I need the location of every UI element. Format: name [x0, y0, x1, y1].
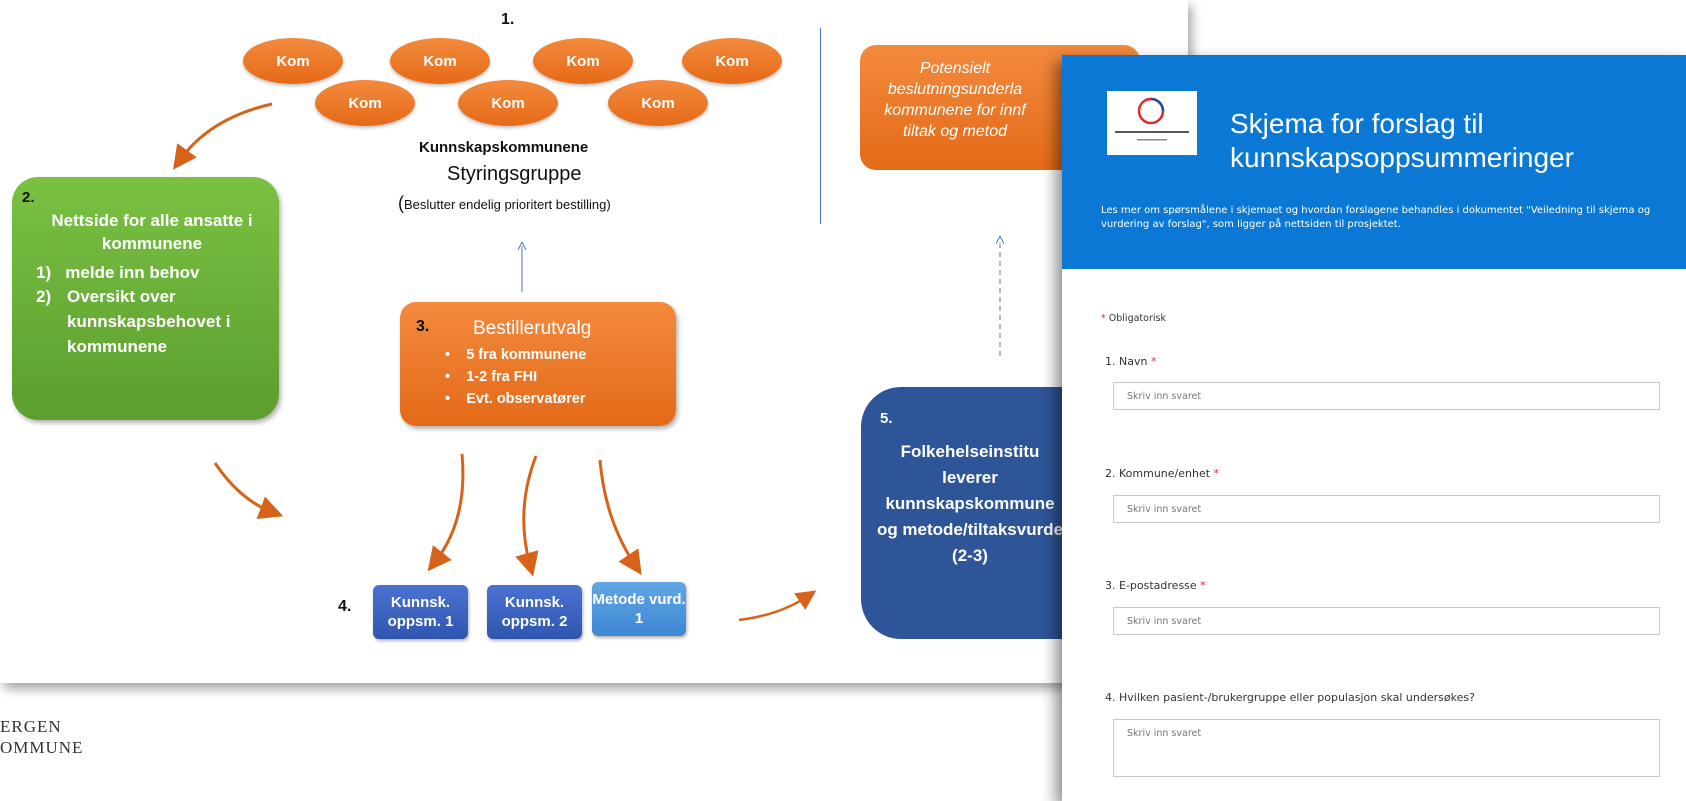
divider-line	[820, 28, 821, 224]
fhi-text: Folkehelseinstitu leverer kunnskapskommu…	[876, 442, 1064, 565]
required-note: * Obligatorisk	[1101, 313, 1166, 324]
nettside-title: Nettside for alle ansatte i kommunene	[51, 211, 253, 253]
question-label: 4. Hvilken pasient-/brukergruppe eller p…	[1105, 691, 1475, 704]
question-label: 2. Kommune/enhet *	[1105, 467, 1220, 480]
population-textarea[interactable]: Skriv inn svaret	[1113, 719, 1660, 777]
nettside-item: 1) melde inn behov	[36, 263, 200, 282]
name-input[interactable]: Skriv inn svaret	[1113, 382, 1660, 410]
nettside-box: 2. Nettside for alle ansatte i kommunene…	[12, 177, 279, 420]
form-logo	[1107, 91, 1197, 155]
circle-logo-icon	[1115, 97, 1189, 141]
kunnsk-oppsm-2-box: Kunnsk. oppsm. 2	[487, 585, 582, 639]
step-number-3: 3.	[416, 318, 430, 335]
styringsgruppe-label: Styringsgruppe	[447, 163, 582, 185]
question-label: 1. Navn *	[1105, 355, 1157, 368]
bestillerutvalg-box: 3. Bestillerutvalg • 5 fra kommunene • 1…	[400, 302, 676, 426]
bestiller-list: • 5 fra kommunene • 1-2 fra FHI • Evt. o…	[445, 344, 586, 410]
kunnskapskommunene-label: Kunnskapskommunene	[419, 139, 589, 156]
bergen-kommune-logo: ERGEN OMMUNE	[0, 717, 84, 757]
form-header: Skjema for forslag til kunnskapsoppsumme…	[1062, 55, 1686, 269]
form-description: Les mer om spørsmålene i skjemaet og hvo…	[1101, 205, 1651, 230]
diagram-slide: 1. Kom Kom Kom Kom Kom Kom Kom Kunnskaps…	[12, 11, 1188, 639]
kom-ellipse: Kom	[533, 38, 633, 84]
beslutter-note: (Beslutter endelig prioritert bestilling…	[398, 193, 611, 213]
question-label: 3. E-postadresse *	[1105, 579, 1206, 592]
potensielt-text: Potensielt beslutningsunderla kommunene …	[884, 60, 1026, 140]
metode-vurd-box: Metode vurd. 1	[592, 582, 686, 636]
kom-ellipse: Kom	[682, 38, 782, 84]
nettside-item: 2) Oversikt over kunnskapsbehovet i komm…	[36, 287, 231, 356]
list-item: • 5 fra kommunene	[445, 347, 587, 363]
list-item: • 1-2 fra FHI	[445, 369, 538, 385]
kunnsk-oppsm-1-box: Kunnsk. oppsm. 1	[373, 585, 468, 639]
kom-ellipse: Kom	[243, 38, 343, 84]
kom-ellipse: Kom	[608, 80, 708, 126]
step-number-2: 2.	[22, 189, 35, 206]
form-title: Skjema for forslag til kunnskapsoppsumme…	[1230, 108, 1574, 173]
form-panel: Skjema for forslag til kunnskapsoppsumme…	[1062, 55, 1686, 801]
kom-ellipse: Kom	[315, 80, 415, 126]
step-number-1: 1.	[501, 11, 515, 28]
step-number-5: 5.	[880, 410, 893, 427]
flow-arrows	[173, 102, 1188, 622]
bestillerutvalg-title: Bestillerutvalg	[473, 318, 592, 339]
kom-ellipse: Kom	[458, 80, 558, 126]
list-item: • Evt. observatører	[445, 391, 586, 407]
email-input[interactable]: Skriv inn svaret	[1113, 607, 1660, 635]
step-number-4: 4.	[338, 598, 352, 615]
kommune-input[interactable]: Skriv inn svaret	[1113, 495, 1660, 523]
kom-ellipse: Kom	[390, 38, 490, 84]
